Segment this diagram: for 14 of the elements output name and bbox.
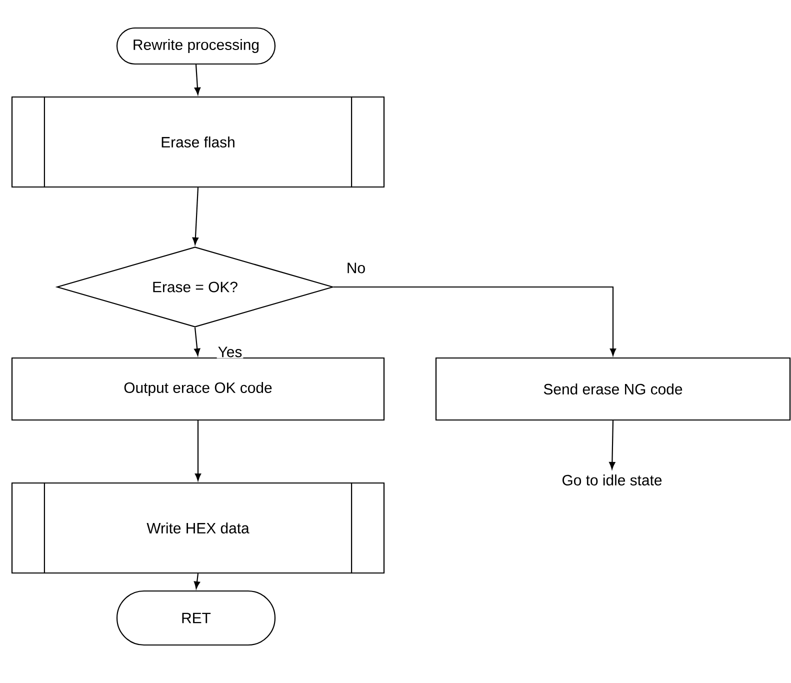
arrow [194,420,202,481]
process-box: Output erace OK code [11,357,385,421]
arrow [194,64,201,95]
arrow [194,573,200,589]
arrow [194,328,200,356]
node-text: Go to idle state [562,474,662,486]
edge-label: No [345,262,367,274]
subroutine-box: Write HEX data [11,482,385,574]
arrow [609,420,616,470]
edge-label: Yes [216,346,244,358]
subroutine-box: Erase flash [11,96,385,188]
process-box: Send erase NG code [435,357,791,421]
arrow [192,188,199,245]
arrow [334,286,616,356]
